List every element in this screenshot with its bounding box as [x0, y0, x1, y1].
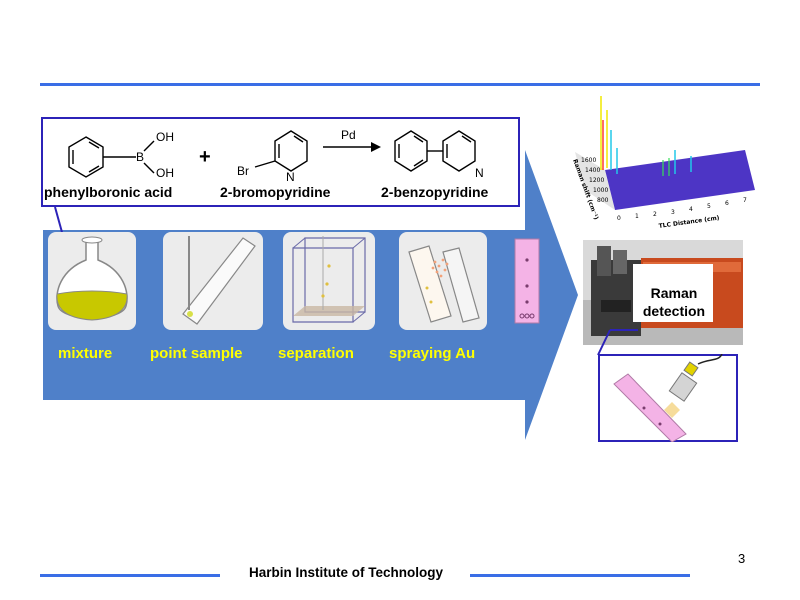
- top-divider: [40, 83, 760, 86]
- reaction-scheme-box: [41, 117, 520, 207]
- raman-label-line1: Raman: [650, 285, 698, 301]
- x-tick-0: 0: [617, 215, 621, 222]
- reactant1-label: phenylboronic acid: [44, 184, 173, 200]
- pink-tlc-strip-icon: [514, 238, 540, 324]
- step-label-point-sample: point sample: [150, 345, 243, 362]
- pyridine-ring-reactant: [254, 130, 308, 172]
- nitrogen-atom-reactant: N: [286, 170, 295, 184]
- flask-icon: [56, 236, 128, 321]
- separation-chamber-icon: [292, 236, 366, 323]
- spraying-icon: [408, 245, 480, 323]
- raman-instrument-image: [583, 240, 743, 345]
- footer-rule-left: [40, 574, 220, 577]
- laser-on-strip-icon: [613, 354, 723, 442]
- y-tick-2: 1200: [589, 177, 604, 184]
- catalyst-label: Pd: [341, 128, 356, 142]
- reactant2-label: 2-bromopyridine: [220, 184, 331, 200]
- x-tick-1: 1: [635, 213, 639, 220]
- hydroxyl-top: OH: [156, 130, 174, 144]
- y-tick-4: 800: [597, 197, 609, 204]
- y-tick-3: 1000: [593, 187, 608, 194]
- hydroxyl-bottom: OH: [156, 166, 174, 180]
- step-label-spraying-au: spraying Au: [389, 345, 476, 362]
- raman-label-line2: detection: [642, 303, 706, 319]
- x-axis-label: TLC Distance (cm): [658, 214, 720, 229]
- step-label-separation: separation: [278, 345, 354, 362]
- x-tick-2: 2: [653, 211, 657, 218]
- tlc-plate-spotting-icon: [182, 236, 256, 325]
- page-number: 3: [738, 551, 746, 566]
- x-tick-6: 6: [725, 200, 729, 207]
- x-tick-7: 7: [743, 197, 747, 204]
- raman-detection-label: Raman detection: [635, 284, 713, 320]
- x-tick-5: 5: [707, 203, 711, 210]
- benzene-ring-reactant: [68, 136, 155, 178]
- raman-3d-spectrum: 0 1 2 3 4 5 6 7 TLC Distance (cm) 1600 1…: [571, 96, 755, 230]
- plus-sign: +: [199, 146, 211, 168]
- step-label-mixture: mixture: [58, 345, 113, 362]
- bromine-atom: Br: [237, 164, 249, 178]
- product-label: 2-benzopyridine: [381, 184, 489, 200]
- nitrogen-atom-product: N: [475, 166, 484, 180]
- reaction-structures: B OH OH + Br N Pd N: [68, 128, 484, 184]
- boron-atom: B: [136, 150, 144, 164]
- footer-rule-right: [470, 574, 690, 577]
- y-tick-0: 1600: [581, 157, 596, 164]
- y-tick-1: 1400: [585, 167, 600, 174]
- footer-institution: Harbin Institute of Technology: [249, 565, 443, 580]
- product-structure: [394, 130, 476, 172]
- x-tick-3: 3: [671, 209, 675, 216]
- x-tick-4: 4: [689, 206, 693, 213]
